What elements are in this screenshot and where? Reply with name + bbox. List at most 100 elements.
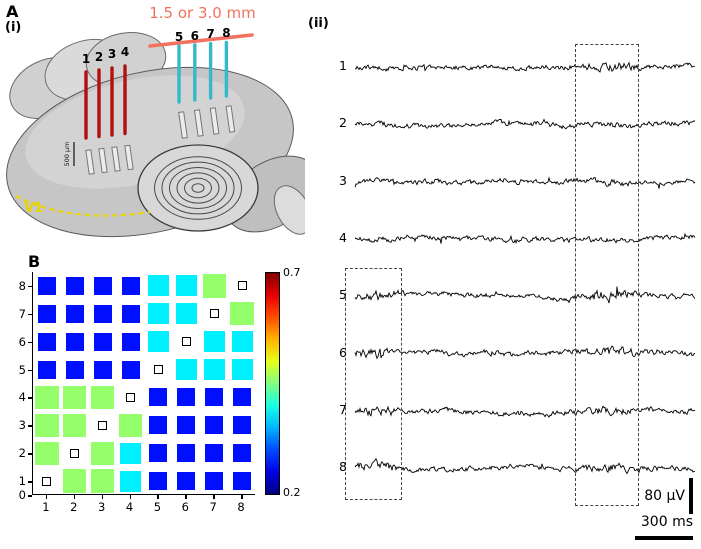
x-tick-label: 3 <box>98 500 106 514</box>
electrode-slot <box>209 107 220 135</box>
x-tick-label: 4 <box>125 500 134 514</box>
x-tick <box>213 495 215 499</box>
y-tick <box>28 397 32 399</box>
heatmap-cell <box>205 444 224 463</box>
electrode-number: 3 <box>107 47 117 61</box>
electrode-number: 4 <box>120 44 130 59</box>
y-tick <box>28 369 32 372</box>
heatmap-cell <box>175 275 197 297</box>
lfp-trace-line <box>354 61 695 73</box>
electrode-number: 5 <box>174 30 184 44</box>
heatmap-cell <box>121 276 140 295</box>
lfp-trace-line <box>354 345 696 360</box>
heatmap-cell <box>202 274 226 298</box>
heatmap-cell <box>91 441 115 465</box>
colorbar-max-label: 0.7 <box>283 266 301 279</box>
panel-ii-label: (ii) <box>308 16 329 31</box>
x-tick <box>45 495 48 499</box>
heatmap-cell <box>205 388 224 407</box>
heatmap-cell <box>175 303 197 325</box>
trace-number: 6 <box>339 344 347 360</box>
heatmap-cell <box>147 303 169 325</box>
heatmap-cell <box>121 332 140 351</box>
heatmap-cell <box>177 416 196 435</box>
cerebellum-fold <box>184 177 212 199</box>
panel-a-label: A <box>6 2 19 21</box>
heatmap-cell <box>63 469 87 493</box>
heatmap-cell <box>231 331 253 353</box>
electrode-number: 2 <box>94 49 104 64</box>
heatmap-cell <box>177 444 196 463</box>
heatmap-cell <box>177 388 196 407</box>
voltage-scalebar <box>689 478 693 514</box>
heatmap-cell <box>120 442 142 464</box>
x-tick <box>157 495 159 499</box>
heatmap-cell <box>91 385 115 410</box>
trace-number: 5 <box>339 287 347 303</box>
electrode-slot <box>193 109 204 137</box>
x-tick <box>101 495 104 499</box>
heatmap-cell <box>203 331 225 353</box>
heatmap-diagonal-cell <box>70 448 80 458</box>
lfp-trace-line <box>354 176 696 189</box>
heatmap-cell <box>230 302 254 326</box>
cerebellum-fold <box>154 156 242 220</box>
heatmap-cell <box>93 276 112 295</box>
heatmap-cell <box>147 331 169 353</box>
electrode-number: 7 <box>206 27 215 41</box>
heatmap-cell <box>233 388 252 407</box>
cerebellum-fold <box>191 183 205 193</box>
heatmap-diagonal-cell <box>209 309 219 319</box>
heatmap-cell <box>233 472 252 491</box>
y-tick-label: 1 <box>18 474 26 489</box>
heatmap-cell <box>149 388 168 407</box>
electrode-number: 6 <box>190 28 199 43</box>
heatmap-cell <box>120 470 142 492</box>
lfp-trace-line <box>354 286 696 304</box>
y-tick <box>28 341 32 344</box>
panel-b-label: B <box>28 252 41 271</box>
heatmap-cell <box>149 416 168 435</box>
cerebellum <box>137 144 259 232</box>
heatmap-cell <box>205 472 224 491</box>
trace-number: 4 <box>339 229 347 245</box>
heatmap-diagonal-cell <box>126 392 136 402</box>
heatmap-cell <box>233 444 252 463</box>
trace-number: 1 <box>339 58 347 73</box>
y-tick <box>28 453 32 455</box>
y-tick-label: 3 <box>18 418 26 433</box>
y-tick-label: 2 <box>18 446 26 461</box>
heatmap-cell <box>118 413 143 437</box>
y-tick-label: 6 <box>18 334 26 349</box>
electrode-number: 1 <box>81 52 91 66</box>
electrode-slot <box>111 146 121 172</box>
y-tick <box>28 481 32 483</box>
y-tick-label: 8 <box>18 278 26 293</box>
heatmap-cell <box>175 359 197 381</box>
electrode-slot <box>225 105 236 133</box>
y-tick <box>28 313 32 316</box>
y-tick-label: 0 <box>18 488 26 502</box>
heatmap-cell <box>91 469 115 493</box>
heatmap-cell <box>35 413 59 437</box>
brainstem-cut <box>273 185 305 235</box>
x-tick <box>129 495 132 499</box>
colorbar <box>265 272 280 495</box>
heatmap-cell <box>63 413 87 437</box>
heatmap-cell <box>65 276 84 295</box>
y-tick <box>28 495 32 497</box>
time-scalebar <box>635 536 693 540</box>
colorbar-min-label: 0.2 <box>283 486 301 499</box>
y-tick-label: 4 <box>18 390 26 405</box>
brain-body <box>6 32 305 238</box>
lfp-trace-line <box>354 457 695 475</box>
heatmap-cell <box>35 441 59 465</box>
distance-label: 1.5 or 3.0 mm <box>149 4 256 22</box>
x-tick-label: 1 <box>42 500 50 514</box>
electrode-number: 8 <box>222 25 231 40</box>
heatmap-cell <box>37 360 56 379</box>
heatmap-diagonal-cell <box>98 420 108 430</box>
